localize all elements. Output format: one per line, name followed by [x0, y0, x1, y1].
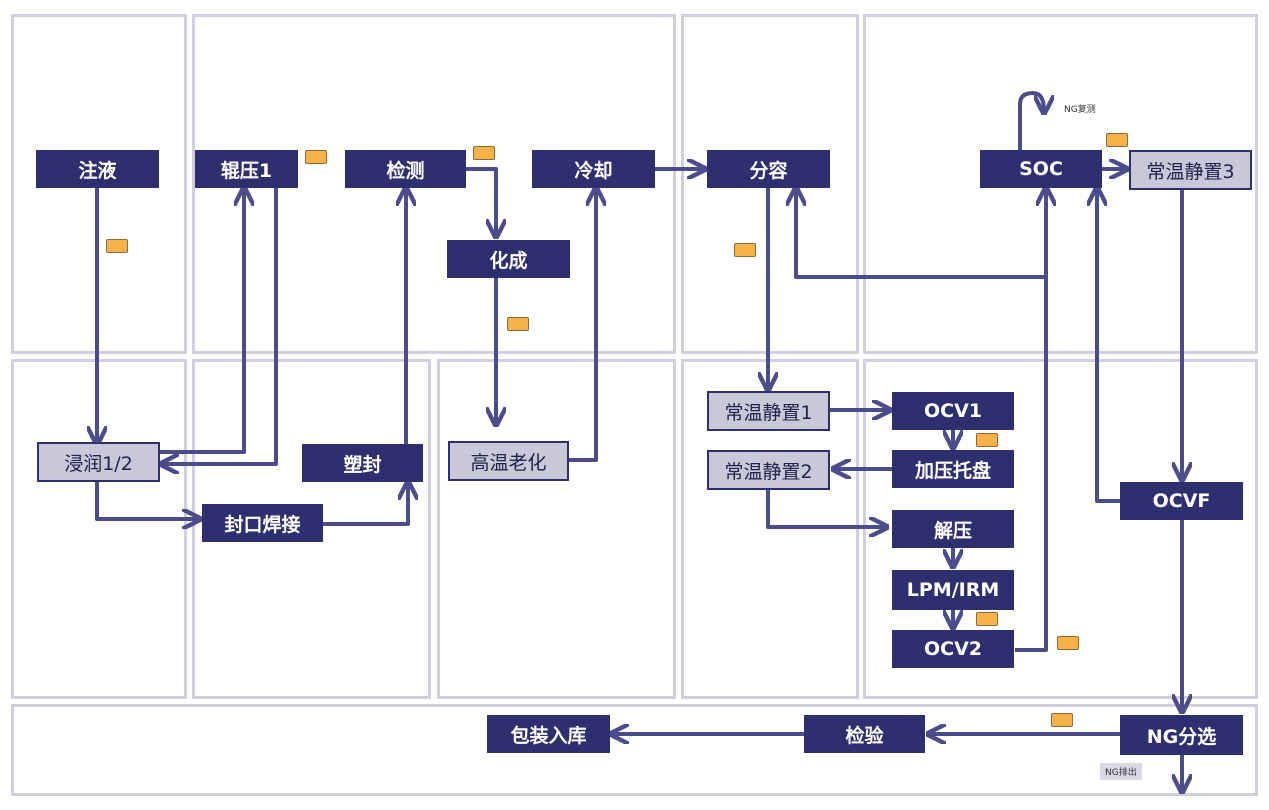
zone-bottom — [11, 704, 1258, 796]
marker-tag — [106, 239, 128, 253]
node-gunya1: 辊压1 — [195, 150, 298, 188]
node-jinrun: 浸润1/2 — [37, 442, 160, 482]
edge-jiance-huacheng — [466, 167, 496, 235]
zone-top-2 — [192, 14, 676, 354]
zone-mid-3 — [437, 359, 676, 699]
node-lengque: 冷却 — [532, 150, 655, 188]
marker-tag — [1106, 133, 1128, 147]
node-changwen3: 常温静置3 — [1129, 150, 1252, 190]
node-jiaya: 加压托盘 — [892, 450, 1014, 488]
marker-tag — [507, 317, 529, 331]
node-baozhuang: 包装入库 — [487, 715, 610, 753]
edge-ocvf-soc — [1097, 190, 1120, 503]
node-zhuye: 注液 — [36, 150, 159, 188]
edge-gunya1-jinrun — [163, 188, 278, 464]
node-sufeng: 塑封 — [302, 444, 423, 482]
node-lpm: LPM/IRM — [892, 570, 1014, 610]
node-jieya: 解压 — [892, 510, 1014, 548]
marker-tag — [976, 433, 998, 447]
note-ng-retest: NG复测 — [1064, 105, 1096, 115]
marker-tag — [473, 146, 495, 160]
node-fengkou: 封口焊接 — [202, 504, 323, 542]
note-ng-discharge: NG排出 — [1100, 763, 1142, 780]
node-jianyan: 检验 — [804, 715, 925, 753]
edge-soc-retest — [1018, 91, 1044, 150]
node-ocvf: OCVF — [1120, 482, 1243, 520]
node-fenrong: 分容 — [707, 150, 830, 188]
node-changwen2: 常温静置2 — [707, 450, 830, 490]
edge-fengkou-sufeng — [323, 484, 408, 526]
node-ocv1: OCV1 — [892, 392, 1014, 430]
edge-soc-fenrong — [796, 190, 1046, 279]
edge-ocv2-soc — [1015, 190, 1046, 652]
edge-jinrun-gunya1 — [160, 190, 244, 454]
marker-tag — [976, 612, 998, 626]
edge-changwen2-jieya — [766, 489, 885, 527]
node-ngfenxuan: NG分选 — [1120, 715, 1243, 755]
marker-tag — [1057, 636, 1079, 650]
marker-tag — [305, 150, 327, 164]
node-jiance: 检测 — [345, 150, 466, 188]
marker-tag — [734, 243, 756, 257]
node-changwen1: 常温静置1 — [707, 391, 830, 431]
marker-tag — [1051, 713, 1073, 727]
zone-top-4 — [863, 14, 1258, 354]
node-soc: SOC — [980, 150, 1102, 188]
node-huacheng: 化成 — [447, 240, 570, 278]
edge-jinrun-fengkou — [95, 480, 198, 519]
zone-mid-2 — [192, 359, 431, 699]
node-ocv2: OCV2 — [892, 630, 1014, 668]
edge-gaowen-lengque — [569, 190, 596, 462]
node-gaowen: 高温老化 — [448, 441, 569, 481]
